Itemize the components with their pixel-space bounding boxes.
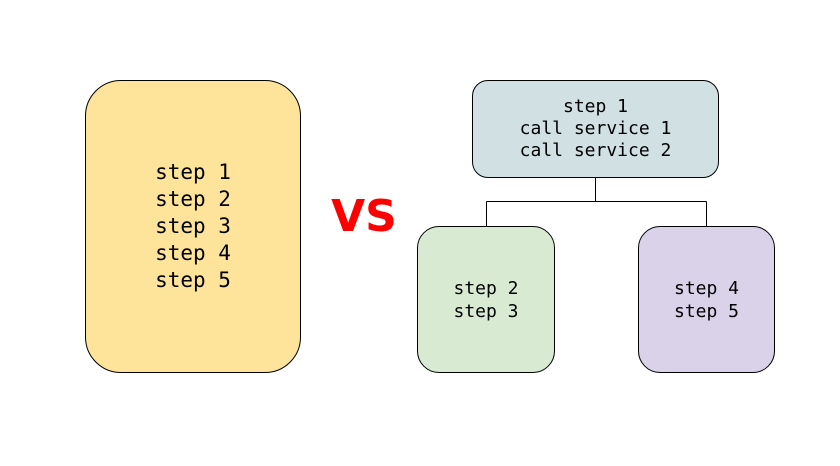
vs-label: VS <box>331 191 397 242</box>
top-node-line: step 1 <box>562 96 629 117</box>
right-node-steps: step 4 step 5 <box>674 277 739 323</box>
monolith-step-line: step 5 <box>155 268 231 292</box>
left-node-steps: step 2 step 3 <box>453 277 518 323</box>
right-node-line: step 4 <box>673 277 740 299</box>
monolith-step-line: step 4 <box>155 241 231 265</box>
monolith-box: step 1 step 2 step 3 step 4 step 5 <box>85 80 301 373</box>
top-node-steps: step 1 call service 1 call service 2 <box>520 96 672 162</box>
right-node-line: step 5 <box>673 300 740 322</box>
monolith-step-line: step 2 <box>155 187 231 211</box>
monolith-step-line: step 1 <box>155 160 231 184</box>
right-node-box: step 4 step 5 <box>638 226 775 373</box>
left-node-box: step 2 step 3 <box>417 226 555 373</box>
top-node-box: step 1 call service 1 call service 2 <box>472 80 719 178</box>
monolith-steps: step 1 step 2 step 3 step 4 step 5 <box>155 159 231 294</box>
left-node-line: step 3 <box>453 300 519 322</box>
top-node-line: call service 2 <box>519 140 672 161</box>
monolith-step-line: step 3 <box>155 214 231 238</box>
left-node-line: step 2 <box>453 277 519 299</box>
top-node-line: call service 1 <box>519 118 672 139</box>
